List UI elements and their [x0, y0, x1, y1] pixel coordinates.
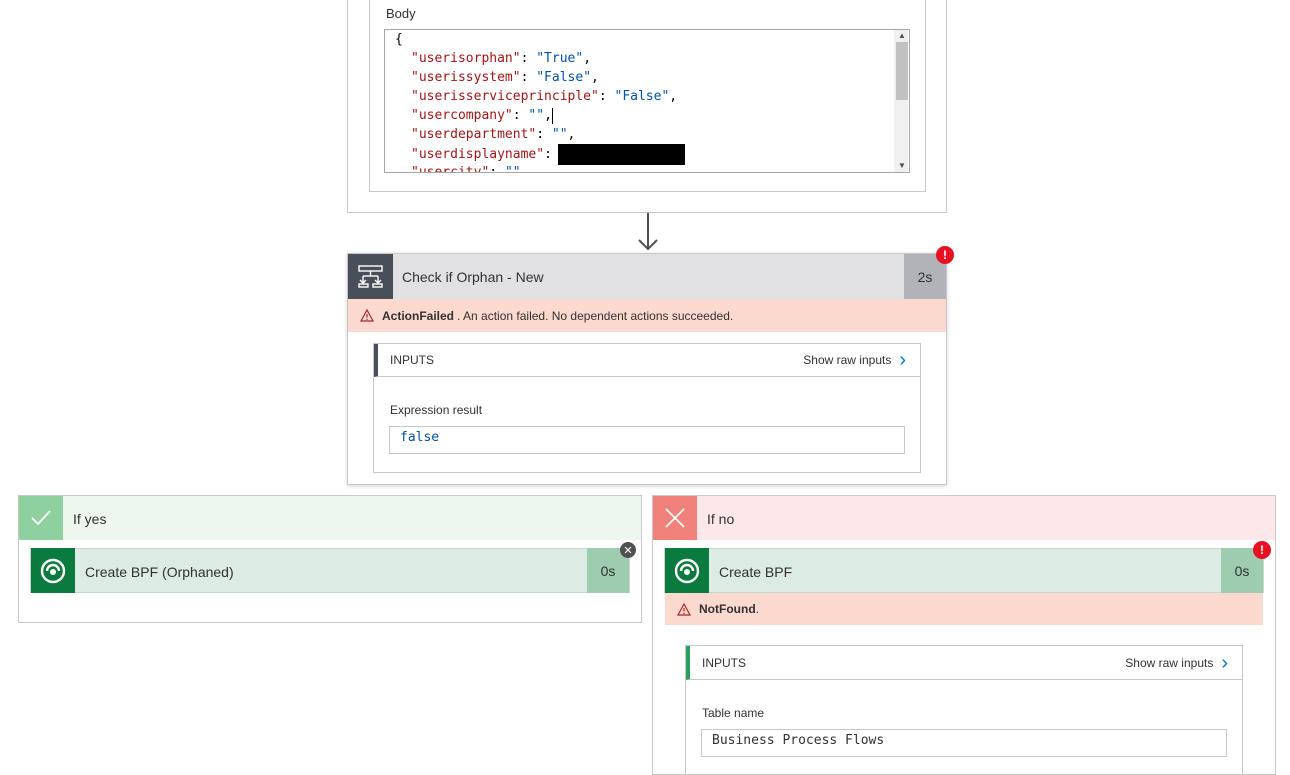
text-cursor — [551, 107, 553, 124]
action-title: Create BPF (Orphaned) — [85, 564, 234, 580]
scroll-down-icon[interactable]: ▼ — [898, 161, 906, 170]
editor-scrollbar-thumb[interactable] — [896, 42, 908, 100]
condition-icon-box — [348, 254, 393, 299]
json-line: "userdisplayname": — [411, 144, 685, 165]
json-line: "userisserviceprinciple": "False", — [411, 89, 678, 104]
redacted-value — [557, 144, 685, 165]
inputs-panel — [373, 343, 921, 473]
inputs-label: INPUTS — [702, 655, 747, 670]
chevron-right-icon: › — [1221, 651, 1228, 674]
chevron-right-icon: › — [899, 349, 906, 371]
json-line: "userdepartment": "", — [411, 127, 576, 142]
http-inputs-panel — [369, 0, 926, 192]
arrow-down-icon — [638, 239, 658, 251]
expression-result-field: false — [389, 426, 905, 454]
warning-icon — [360, 309, 374, 322]
if-no-header[interactable] — [653, 496, 1275, 540]
table-name-field: Business Process Flows — [701, 729, 1227, 757]
create-bpf-action[interactable] — [664, 548, 1264, 593]
json-line: "usercity": "" — [411, 165, 521, 173]
action-duration: 0s — [1221, 548, 1263, 593]
close-icon — [665, 508, 685, 528]
action-title: Create BPF — [719, 564, 793, 580]
body-label: Body — [386, 6, 416, 21]
json-line: "userisorphan": "True", — [411, 51, 592, 66]
connector-line — [647, 213, 649, 249]
error-badge-icon: ! — [1253, 541, 1271, 559]
show-raw-inputs-link[interactable]: Show raw inputs› — [803, 349, 906, 371]
json-open-brace: { — [395, 32, 403, 47]
body-json-editor[interactable]: { "userisorphan": "True", "userissystem"… — [384, 29, 910, 173]
json-line: "usercompany": "", — [411, 107, 553, 124]
json-line: "userissystem": "False", — [411, 70, 599, 85]
check-icon-box — [19, 496, 63, 540]
error-code: ActionFailed — [382, 308, 455, 323]
error-message: . An action failed. No dependent actions… — [457, 308, 734, 323]
if-yes-label: If yes — [73, 511, 107, 527]
error-badge-icon: ! — [936, 246, 954, 264]
dataverse-icon — [31, 548, 75, 593]
condition-title: Check if Orphan - New — [402, 269, 544, 285]
check-icon — [31, 510, 51, 526]
condition-error-bar: ActionFailed. An action failed. No depen… — [348, 299, 946, 332]
error-code: NotFound — [699, 602, 756, 616]
skipped-close-icon: ✕ — [620, 542, 636, 558]
table-name-label: Table name — [702, 706, 765, 720]
if-yes-header[interactable] — [19, 496, 641, 540]
condition-header[interactable] — [348, 254, 946, 299]
show-raw-inputs-link[interactable]: Show raw inputs› — [1125, 651, 1228, 674]
action-duration: 0s — [587, 548, 629, 593]
create-bpf-orphaned-action[interactable] — [30, 548, 630, 593]
dataverse-icon — [665, 548, 709, 593]
if-no-label: If no — [707, 511, 735, 527]
cross-icon-box — [653, 496, 697, 540]
action-error-bar: NotFound. — [665, 593, 1263, 625]
warning-icon — [677, 602, 691, 616]
inputs-header[interactable]: INPUTS Show raw inputs› — [374, 344, 920, 377]
expression-result-label: Expression result — [390, 403, 483, 417]
scroll-up-icon[interactable]: ▲ — [898, 31, 906, 40]
inputs-header[interactable]: INPUTS Show raw inputs› — [686, 646, 1242, 680]
inputs-label: INPUTS — [390, 353, 435, 367]
condition-icon — [358, 265, 383, 288]
